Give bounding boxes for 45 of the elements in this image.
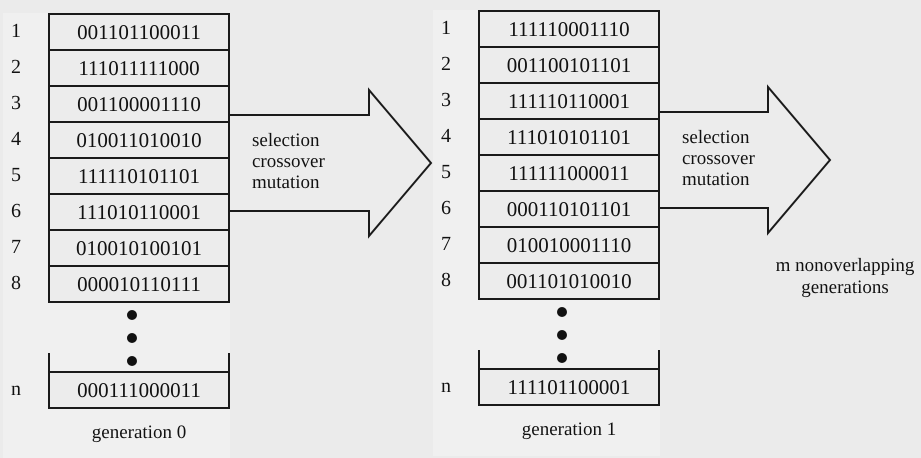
population-table	[3, 13, 230, 458]
table-row: 111010110001	[48, 193, 230, 231]
edge-label: selection crossover mutation	[252, 130, 325, 193]
table-row: 001101100011	[48, 13, 230, 51]
table-row: 010010100101	[48, 229, 230, 267]
row-number: 7	[440, 233, 452, 256]
table-row: 000111000011	[48, 371, 230, 409]
table-row: 111110001110	[478, 10, 660, 48]
table-row: 010010001110	[478, 226, 660, 264]
table-row: 111011111000	[48, 49, 230, 87]
table-row: 111110110001	[478, 82, 660, 120]
table-row: 001100001110	[48, 85, 230, 123]
row-number: 4	[440, 125, 452, 148]
table-caption: generation 0	[90, 422, 188, 444]
row-number: 2	[440, 53, 452, 76]
row-number: n	[440, 375, 452, 398]
table-caption: generation 1	[520, 419, 618, 441]
row-number: 1	[440, 17, 452, 40]
row-number: 2	[10, 56, 22, 79]
row-number: 8	[440, 269, 452, 292]
row-number: n	[10, 378, 22, 401]
edge-label: selection crossover mutation	[682, 127, 755, 190]
table-row: 000010110111	[48, 265, 230, 303]
row-number: 6	[10, 200, 22, 223]
table-row: 111101100001	[478, 368, 660, 406]
row-number: 8	[10, 272, 22, 295]
row-number: 7	[10, 236, 22, 259]
table-row: 111110101101	[48, 157, 230, 195]
table-row: 111111000011	[478, 154, 660, 192]
row-number: 5	[440, 161, 452, 184]
table-row: 111010101101	[478, 118, 660, 156]
table-row: 010011010010	[48, 121, 230, 159]
block-arrow	[229, 87, 432, 239]
table-row: 000110101101	[478, 190, 660, 228]
row-number: 3	[440, 89, 452, 112]
note-text: m nonoverlapping generations	[774, 255, 916, 299]
row-number: 6	[440, 197, 452, 220]
population-table	[433, 10, 660, 456]
row-number: 3	[10, 92, 22, 115]
row-number: 4	[10, 128, 22, 151]
row-number: 5	[10, 164, 22, 187]
row-number: 1	[10, 20, 22, 43]
table-row: 001101010010	[478, 262, 660, 300]
table-row: 001100101101	[478, 46, 660, 84]
block-arrow	[659, 84, 832, 236]
